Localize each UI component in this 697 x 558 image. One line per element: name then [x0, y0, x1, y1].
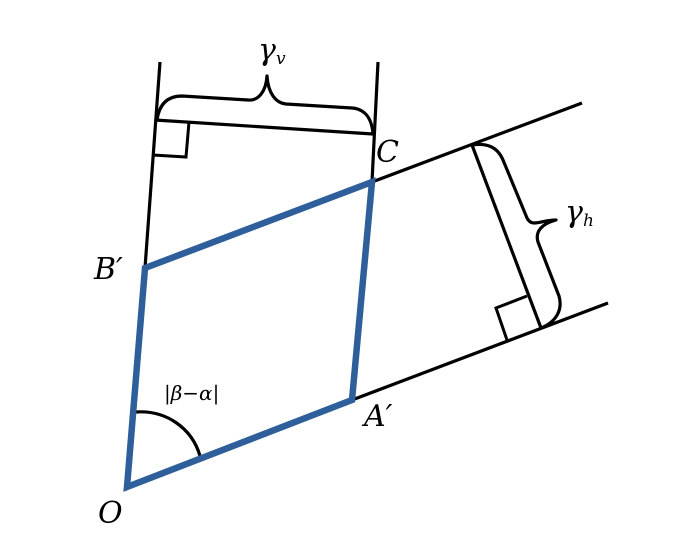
right-angle-marker-bottom [494, 294, 528, 341]
gamma-h-measure-line [470, 144, 543, 329]
label-C: C [376, 135, 399, 170]
label-B-prime: B′ [93, 252, 123, 287]
gamma-v-subscript: v [276, 49, 286, 69]
label-gamma-v: γv [258, 33, 286, 69]
label-angle: |β−α| [164, 381, 219, 406]
right-guide-line [370, 61, 380, 183]
gamma-v-symbol: γ [258, 33, 276, 68]
gamma-v-brace [155, 74, 375, 136]
angle-arc [135, 410, 202, 457]
lower-right-guide-line [351, 301, 609, 402]
parallelogram-OA'CB' [123, 177, 376, 492]
gamma-h-brace [470, 142, 562, 330]
gamma-v-measure-line [154, 118, 374, 136]
label-gamma-h: γh [565, 195, 594, 231]
left-guide-line [143, 61, 162, 269]
gamma-h-subscript: h [583, 211, 594, 231]
right-angle-marker-top [152, 121, 191, 159]
upper-right-guide-line [371, 101, 583, 184]
label-A-prime: A′ [361, 399, 393, 434]
label-O: O [98, 496, 123, 531]
gamma-h-symbol: γ [565, 195, 583, 230]
